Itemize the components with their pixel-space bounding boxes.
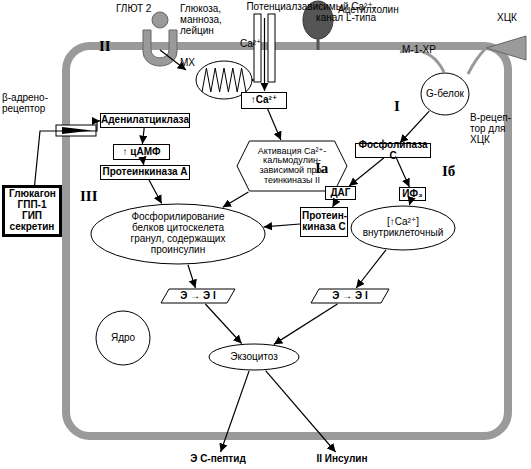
pathway-number: Iа	[315, 160, 337, 177]
ellipse-outline	[91, 204, 265, 264]
node-text: ИФ₃	[402, 189, 422, 200]
product-label: Э С-пептид	[176, 452, 260, 467]
annotation-label: Глюкоза, манноза, лейцин	[180, 3, 230, 36]
node-text: Глюкагон ГПП-1 ГИП секретин	[9, 189, 55, 232]
node-text: G-белок	[426, 89, 464, 100]
parallelogram-outline	[161, 289, 235, 303]
receptor-stem	[317, 39, 320, 50]
connector-arrow	[268, 109, 281, 140]
node-text: [↑Ca²⁺] внутриклеточный	[359, 217, 447, 239]
process-node: Фосфорилирование белков цитоскелета гран…	[90, 203, 266, 265]
connector-arrow	[142, 128, 144, 144]
connector-arrow	[356, 250, 386, 288]
connector-arrow	[274, 304, 338, 344]
node-text: Фосфолипаза С	[356, 140, 430, 162]
connector-arrow	[396, 158, 409, 187]
ellipse-outline	[421, 73, 469, 115]
b-receptor	[468, 48, 486, 74]
process-node: ДАГ	[325, 186, 356, 200]
parallelogram-outline	[311, 289, 389, 303]
process-node: [↑Ca²⁺] внутриклеточный	[350, 205, 456, 251]
connector-arrow	[266, 371, 336, 452]
process-node: Протеин- киназа С	[300, 207, 348, 237]
pathway-number: I	[394, 98, 406, 115]
connector-arrow	[400, 111, 429, 143]
pathway-number: Iб	[442, 163, 464, 180]
connector-arrow	[264, 224, 300, 227]
node-text: Ядро	[111, 333, 135, 344]
node-text: Экзоцитоз	[230, 352, 278, 363]
process-node: Глюкагон ГПП-1 ГИП секретин	[2, 185, 62, 237]
connector-arrow	[188, 265, 195, 288]
ellipse-outline	[209, 344, 299, 370]
node-text: МХ	[180, 58, 195, 69]
annotation-label: М-1-ХР	[402, 44, 452, 55]
annotation-label: ГЛЮТ 2	[116, 3, 166, 14]
process-node: ↑ цАМФ	[113, 144, 170, 160]
glucose-molecule	[152, 12, 168, 28]
annotation-label: Ca²⁺	[240, 38, 260, 49]
connector-arrow	[35, 121, 100, 185]
node-text: Э → Э I	[180, 291, 215, 302]
process-node: Экзоцитоз	[208, 343, 300, 371]
annotation-label: В-рецеп- тор для ХЦК	[470, 112, 516, 145]
ellipse-outline	[96, 311, 150, 365]
annotation-label: Ацетилхолин	[338, 4, 408, 15]
annotation-label: β-адрено- рецептор	[2, 92, 54, 114]
glut2-transporter	[143, 30, 177, 66]
connector-arrow	[221, 371, 249, 452]
node-text: Протеинкиназа А	[102, 167, 187, 178]
ellipse-outline	[351, 206, 455, 250]
process-node: Э → Э I	[310, 288, 390, 304]
receptor-arrow	[62, 127, 92, 134]
process-node: Э → Э I	[160, 288, 236, 304]
node-text: ↑ цАМФ	[122, 147, 160, 158]
pathway-number: III	[80, 188, 110, 205]
process-node: Активация Ca²⁺- кальмодулин- зависимой п…	[236, 140, 348, 192]
node-text: Э → Э I	[332, 291, 367, 302]
beta-receptor	[56, 125, 96, 136]
connector-arrow	[205, 304, 241, 344]
process-node: ↑Ca²⁺	[241, 92, 287, 109]
process-node: ИФ₃	[399, 187, 426, 201]
node-text: ↑Ca²⁺	[251, 95, 277, 106]
pathway-number: II	[99, 38, 121, 55]
cell-membrane	[66, 46, 508, 436]
node-text: Э С-пептид	[190, 454, 245, 465]
process-node: Фосфолипаза С	[355, 143, 431, 158]
connector-arrow	[142, 160, 144, 165]
process-node: G-белок	[420, 72, 470, 116]
calcium-flow-arrow	[264, 18, 265, 91]
connector-arrow	[409, 201, 410, 205]
node-text: ДАГ	[330, 188, 350, 199]
node-text: Протеин- киназа С	[302, 211, 346, 233]
connector-arrow	[223, 192, 249, 207]
node-text: Аденилатциклаза	[101, 115, 189, 126]
hexagon-outline	[237, 141, 347, 191]
product-label: II Инсулин	[308, 452, 376, 467]
cck-ligand	[486, 36, 526, 60]
channel-wall	[268, 14, 275, 82]
process-node: Ядро	[95, 310, 151, 366]
process-node: Аденилатциклаза	[100, 113, 190, 128]
mitochondrion-cristae	[202, 68, 246, 92]
connector-arrow	[149, 180, 162, 204]
process-node: Протеинкиназа А	[100, 165, 190, 180]
connector-arrow	[333, 200, 337, 207]
connector-arrow	[349, 158, 384, 186]
node-text: II Инсулин	[316, 454, 367, 465]
annotation-label: ХЦК	[497, 12, 529, 23]
node-text: Фосфорилирование белков цитоскелета гран…	[119, 212, 237, 255]
